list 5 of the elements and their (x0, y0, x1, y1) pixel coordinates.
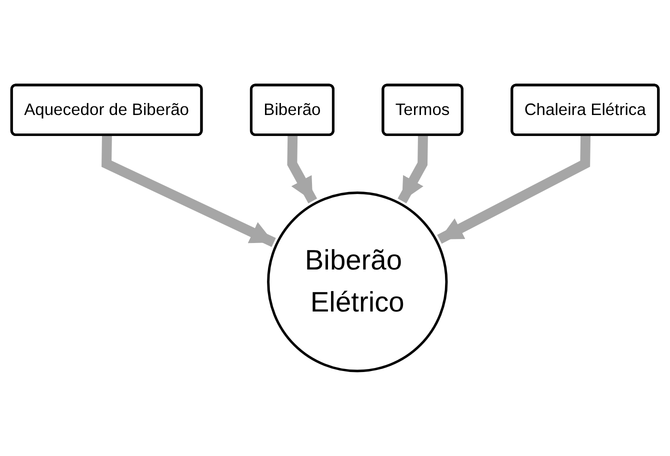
arrow (398, 135, 428, 204)
arrow (287, 135, 318, 204)
node-circle: Biberão Elétrico (267, 192, 448, 372)
arrow (437, 135, 591, 244)
arrow (102, 135, 276, 247)
